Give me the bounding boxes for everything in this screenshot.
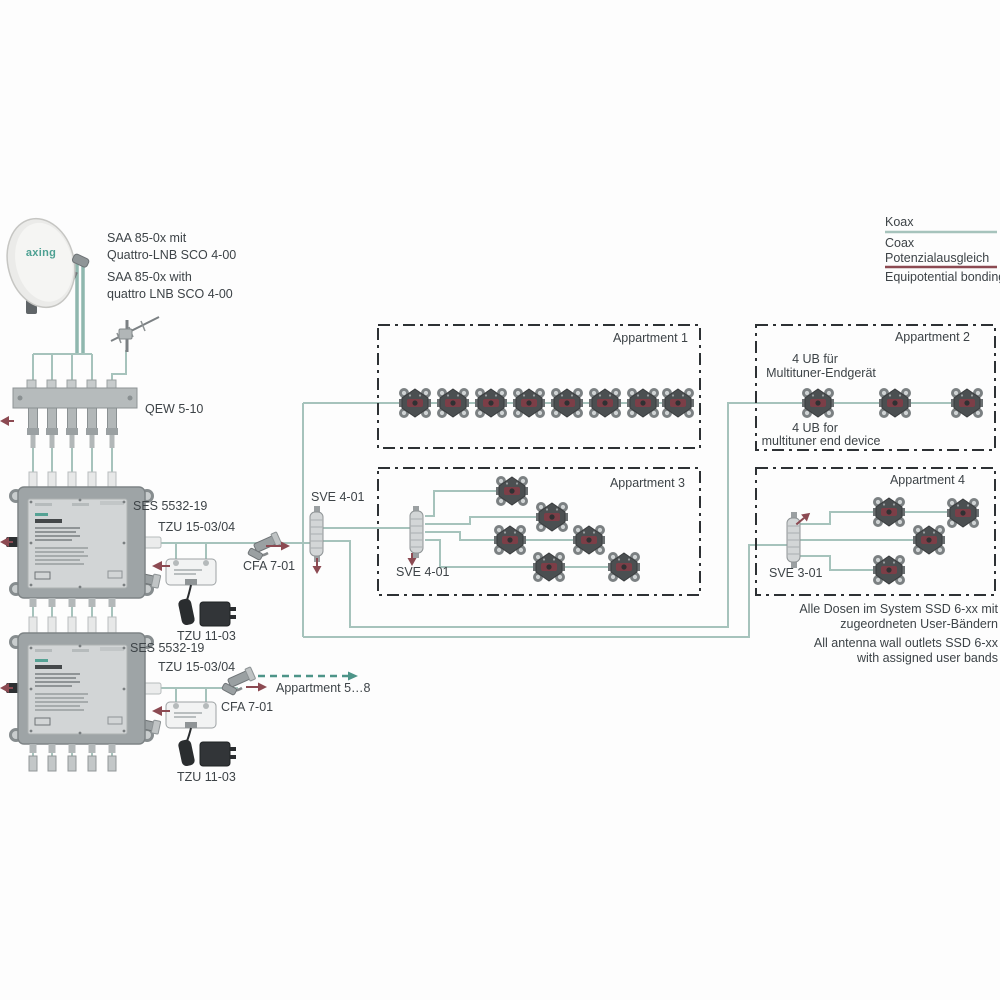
- wall-outlet-apt4: [913, 525, 945, 555]
- note-outlets-en-1: All antenna wall outlets SSD 6-xx: [813, 636, 998, 650]
- splitter-apt3-sve4: [409, 506, 424, 558]
- wall-outlet-apt4: [947, 498, 979, 528]
- note-outlets-de-1: Alle Dosen im System SSD 6-xx mit: [799, 602, 998, 616]
- legend-bond-de: Potenzialausgleich: [885, 251, 990, 265]
- apartment-3-box: [377, 467, 701, 596]
- label-apartment-3: Appartment 3: [609, 476, 685, 490]
- wall-outlet-apt3: [573, 525, 605, 555]
- terrestrial-antenna-icon: [110, 316, 160, 352]
- power-supply-1: [178, 584, 236, 627]
- label-sve-apt4: SVE 3-01: [769, 566, 823, 580]
- apartment-1-box: [377, 324, 701, 449]
- power-inserter-2: [165, 701, 217, 729]
- label-tzu15-2: TZU 15-03/04: [158, 660, 236, 674]
- satellite-dish: axing: [6, 217, 90, 314]
- cfa-connector-2: [221, 666, 256, 696]
- wall-outlet-apt2: [802, 388, 834, 418]
- wall-outlet-apt1: [475, 388, 507, 418]
- multiswitch-1: [4, 471, 163, 607]
- label-ses-2: SES 5532-19: [130, 641, 205, 655]
- cfa-connector-1: [247, 531, 282, 561]
- label-ses-1: SES 5532-19: [133, 499, 208, 513]
- note-4ub-de-1: 4 UB für: [792, 352, 838, 366]
- splitter-main-sve4: [309, 506, 324, 562]
- note-4ub-en-1: 4 UB for: [792, 421, 838, 435]
- wall-outlet-apt4: [873, 555, 905, 585]
- wall-outlet-apt3: [494, 525, 526, 555]
- wall-outlet-apt2: [951, 388, 983, 418]
- label-tzu11-2: TZU 11-03: [177, 770, 236, 784]
- label-dish-de-1: SAA 85-0x mit: [107, 231, 187, 245]
- label-apartments-5-8: Appartment 5…8: [276, 681, 371, 695]
- note-4ub-de-2: Multituner-Endgerät: [766, 366, 876, 380]
- label-cfa-2: CFA 7-01: [221, 700, 274, 714]
- apartment-4-box: [755, 467, 996, 596]
- axing-logo: axing: [26, 247, 56, 259]
- label-sve-main: SVE 4-01: [311, 490, 365, 504]
- bonding-arrows: [0, 416, 811, 716]
- power-inserter-1: [165, 558, 217, 586]
- wall-outlet-apt1: [662, 388, 694, 418]
- wall-outlet-apt4: [873, 497, 905, 527]
- label-dish-en-1: SAA 85-0x with: [107, 270, 192, 284]
- wall-outlet-apt3: [533, 552, 565, 582]
- label-apartment-2: Appartment 2: [894, 330, 970, 344]
- wall-outlet-apt1: [627, 388, 659, 418]
- wall-outlet-apt3: [536, 502, 568, 532]
- note-4ub-en-2: multituner end device: [761, 434, 881, 448]
- wall-outlet-apt2: [879, 388, 911, 418]
- wall-outlet-apt1: [551, 388, 583, 418]
- wall-outlet-apt1: [437, 388, 469, 418]
- splitter-apt4-sve3: [786, 512, 801, 568]
- label-sve-apt3: SVE 4-01: [396, 565, 450, 579]
- arrow-apartments-5-8: [258, 671, 358, 681]
- apartment-2-box: [755, 324, 996, 451]
- power-supply-2: [178, 727, 236, 767]
- label-dish-en-2: quattro LNB SCO 4-00: [107, 287, 233, 301]
- wall-outlet-apt1: [513, 388, 545, 418]
- wall-outlet-apt1: [589, 388, 621, 418]
- legend-koax-en: Coax: [885, 236, 915, 250]
- note-outlets-en-2: with assigned user bands: [856, 651, 998, 665]
- wall-outlet-apt1: [399, 388, 431, 418]
- legend-lines: [885, 230, 997, 269]
- note-outlets-de-2: zugeordneten User-Bändern: [840, 617, 998, 631]
- label-qew: QEW 5-10: [145, 402, 204, 416]
- label-apartment-1: Appartment 1: [612, 331, 688, 345]
- wall-outlet-apt3: [608, 552, 640, 582]
- legend-bond-en: Equipotential bonding: [885, 270, 1000, 284]
- legend-koax-de: Koax: [885, 215, 914, 229]
- grounding-block-qew: [12, 379, 138, 448]
- label-tzu15-1: TZU 15-03/04: [158, 520, 236, 534]
- label-apartment-4: Appartment 4: [889, 473, 965, 487]
- label-tzu11-1: TZU 11-03: [177, 629, 236, 643]
- label-dish-de-2: Quattro-LNB SCO 4-00: [107, 248, 237, 262]
- multiswitch-2: [4, 616, 163, 772]
- label-cfa-1: CFA 7-01: [243, 559, 296, 573]
